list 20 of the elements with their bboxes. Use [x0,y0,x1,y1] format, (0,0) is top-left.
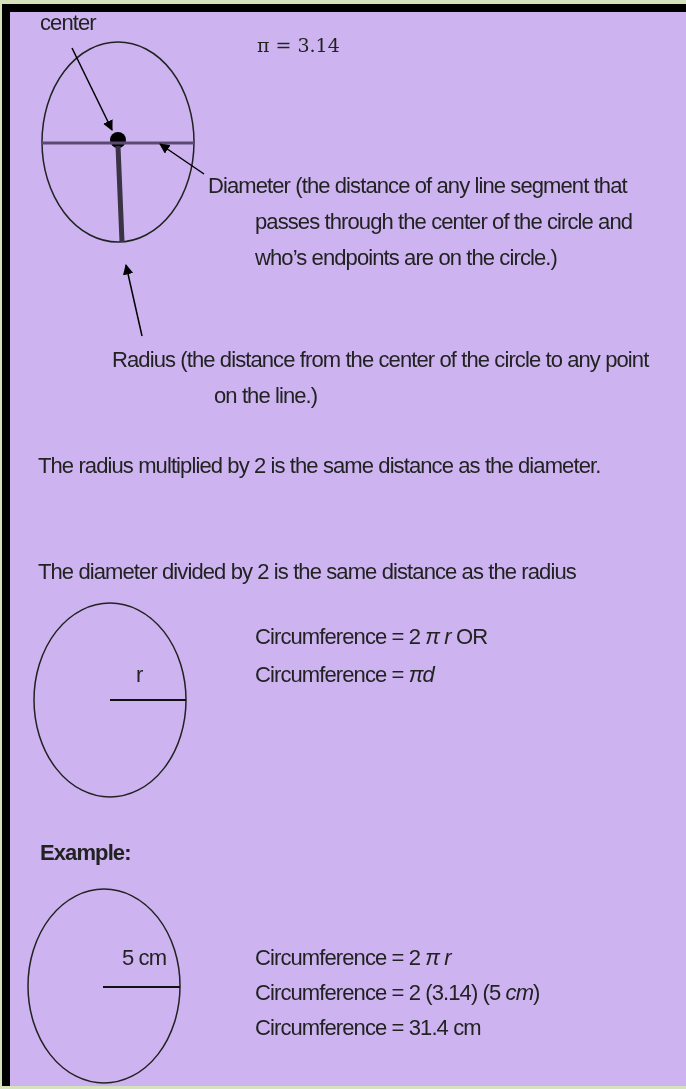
callout-label: Diameter (the distance of any line segment that passes through the center of the circle and who’s endpoints are on the circle.) [208,168,678,276]
heading: Example: [40,839,131,867]
formula: Circumference = 31.4 cm [255,1014,481,1042]
leader-line [159,143,205,175]
radius-label: r [136,661,143,689]
formula: Circumference = πd [255,661,434,689]
formula: Circumference = 2 (3.14) (5 cm) [255,979,540,1007]
paragraph: The radius multiplied by 2 is the same distance as the diameter. [38,452,602,480]
formula: Circumference = 2 π r [255,944,451,972]
radius-line [115,145,125,243]
callout-label: center [40,10,140,36]
leader-line [71,47,113,131]
paragraph: The diameter divided by 2 is the same distance as the radius [38,558,577,586]
radius-label: 5 cm [122,944,167,972]
center-point [110,132,126,148]
leader-line [122,264,143,337]
formula: π = 3.14 [257,33,340,58]
callout-label: Radius (the distance from the center of the circle to any point on the line.) [112,342,672,414]
diameter-line [42,141,194,145]
formula: Circumference = 2 π r OR [255,623,488,651]
